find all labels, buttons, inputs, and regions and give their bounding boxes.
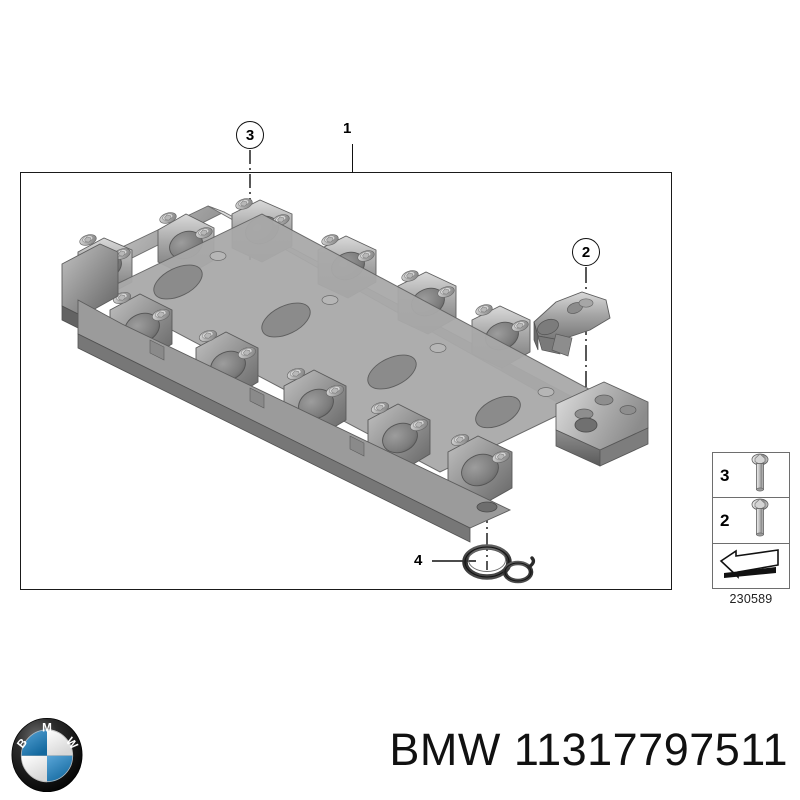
drawing-code: 230589 [729, 592, 773, 606]
svg-text:M: M [42, 722, 52, 735]
arrow-icon [718, 545, 784, 586]
callout-4[interactable]: 4 [414, 552, 423, 569]
callout-3[interactable]: 3 [236, 121, 264, 149]
brand-part-number: BMW 11317797511 [389, 724, 788, 775]
legend-row-arrow[interactable] [713, 544, 789, 588]
callout-1[interactable]: 1 [343, 120, 352, 137]
legend-row-3[interactable]: 3 [713, 453, 789, 499]
legend-number-3: 3 [720, 465, 730, 485]
diagram-frame [20, 172, 672, 590]
leader-line-1 [352, 144, 353, 173]
legend-row-2[interactable]: 2 [713, 498, 789, 544]
legend-box: 3 [712, 452, 790, 589]
bolt-icon [749, 453, 771, 498]
legend-number-2: 2 [720, 510, 730, 530]
bmw-logo: B M W [8, 716, 86, 794]
callout-2[interactable]: 2 [572, 238, 600, 266]
bolt-icon [749, 498, 771, 543]
